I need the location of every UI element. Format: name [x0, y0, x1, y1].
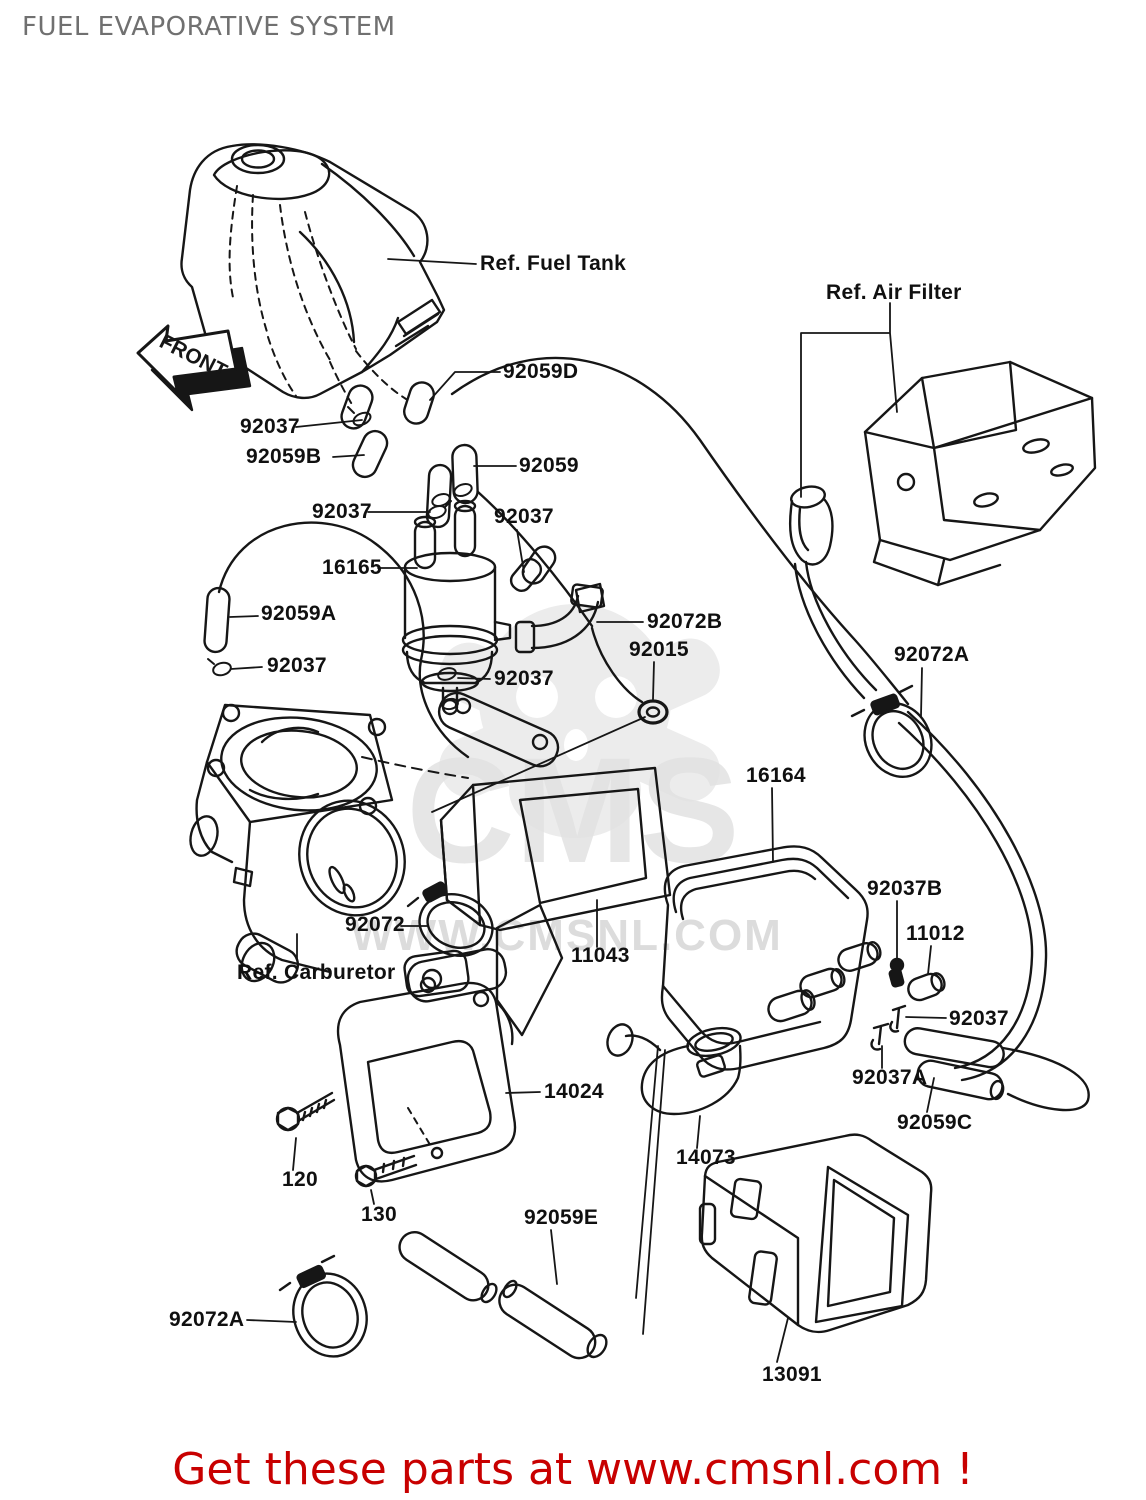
footer-bar: Get these parts at www.cmsnl.com !	[0, 1444, 1146, 1495]
duct-drawing	[606, 1023, 742, 1116]
footer-store-link[interactable]: Get these parts at www.cmsnl.com !	[172, 1444, 974, 1495]
carb-clamp-drawing	[406, 881, 494, 957]
clamp-bottom-drawing	[278, 1254, 368, 1358]
vent-sleeves-drawing	[207, 381, 479, 677]
long-hoses-drawing	[450, 356, 1048, 1335]
carburetor-drawing	[189, 703, 406, 984]
grommet-drawing	[431, 699, 669, 813]
canister-drawing	[660, 845, 882, 1071]
clamp-right-drawing	[850, 684, 933, 778]
breather-hoses-drawing	[903, 1027, 1090, 1112]
air-filter-drawing	[788, 360, 1097, 587]
watermark-brand: CMS	[406, 726, 739, 894]
cms-watermark: CMS WWW.CMSNL.COM	[351, 604, 783, 960]
canister-cover-drawing	[336, 948, 517, 1183]
canister-hose-left-drawing	[203, 521, 470, 759]
bolt-130-drawing	[354, 1154, 418, 1188]
fuel-filter-drawing	[401, 499, 512, 716]
air-box-drawing	[698, 1133, 933, 1334]
bolt-120-drawing	[275, 1091, 336, 1132]
leader-lines	[229, 258, 947, 1363]
drain-hoses-drawing	[398, 1230, 608, 1360]
watermark-url: WWW.CMSNL.COM	[351, 911, 783, 960]
page-title: FUEL EVAPORATIVE SYSTEM	[22, 12, 396, 42]
front-direction-arrow: FRONT	[136, 324, 252, 412]
fuel-tank-drawing	[180, 143, 446, 409]
canister-fittings-drawing	[870, 957, 946, 1051]
elbow-fitting-drawing	[514, 582, 606, 654]
